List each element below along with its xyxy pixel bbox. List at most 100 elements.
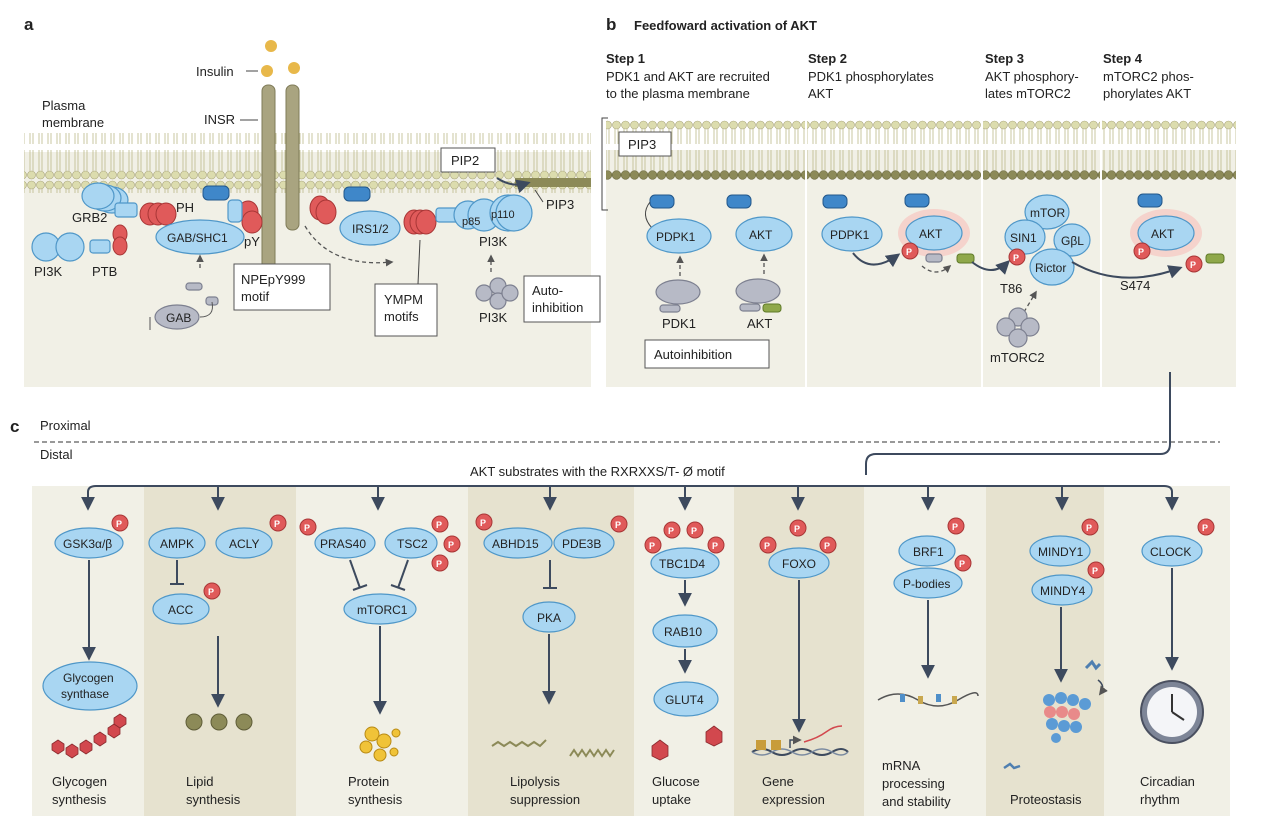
pi3k-right-label: PI3K — [479, 234, 508, 249]
t86-label: T86 — [1000, 281, 1022, 296]
glycogen-hexagons-icon — [51, 713, 127, 759]
panel-b: b Feedfoward activation of AKT Step 1 PD… — [601, 15, 1236, 387]
ampk-label: AMPK — [160, 537, 194, 551]
outcome-glycogen-1: Glycogen — [52, 774, 107, 789]
ampk-node — [148, 527, 206, 559]
foxo-p-cluster: P P P — [759, 519, 837, 554]
outcome-lipid-2: synthesis — [186, 792, 241, 807]
clock-label: CLOCK — [1150, 545, 1191, 559]
mindy1-node — [1029, 535, 1091, 567]
tbc1d4-label: TBC1D4 — [659, 557, 705, 571]
sin1-label: SIN1 — [1010, 231, 1037, 245]
p-badge: P — [824, 541, 830, 551]
outcome-proteostasis: Proteostasis — [1010, 792, 1082, 807]
pdpk1-step1-label: PDPK1 — [656, 230, 696, 244]
abhd15-node — [483, 527, 553, 559]
ympm-label-1: YMPM — [384, 292, 423, 307]
p-badge: P — [649, 541, 655, 551]
panel-label-b: b — [606, 15, 616, 34]
p-badge: P — [764, 541, 770, 551]
panel-c: c Proximal Distal AKT substrates with th… — [10, 372, 1230, 816]
p-badge: P — [906, 247, 912, 257]
pi3k-left-label: PI3K — [34, 264, 63, 279]
outcome-lipolysis-1: Lipolysis — [510, 774, 560, 789]
pbodies-label: P-bodies — [903, 577, 950, 591]
irs12 — [339, 210, 401, 246]
p-badge: P — [208, 587, 214, 597]
gab-label: GAB — [166, 311, 191, 325]
py-label: pY — [244, 234, 260, 249]
foxo-label: FOXO — [782, 557, 816, 571]
insulin-molecule — [265, 40, 277, 52]
ptb-label: PTB — [92, 264, 117, 279]
outcome-glucose-2: uptake — [652, 792, 691, 807]
step4-desc-1: mTORC2 phos- — [1103, 69, 1194, 84]
proximal-label: Proximal — [40, 418, 91, 433]
glut4-label: GLUT4 — [665, 693, 704, 707]
glycogen-synthase-label-1: Glycogen — [63, 671, 114, 685]
gbl-label: GβL — [1061, 234, 1084, 248]
insulin-molecule — [261, 65, 273, 77]
akt-small-label: AKT — [747, 316, 772, 331]
ympm-label-2: motifs — [384, 309, 419, 324]
p-badge: P — [1092, 566, 1098, 576]
p-badge: P — [668, 526, 674, 536]
pip3-heads — [515, 178, 591, 187]
glucose-hexagons-icon — [651, 725, 723, 761]
insr-receptor — [285, 84, 300, 231]
p85-label: p85 — [462, 216, 480, 228]
autoinhibition-b-box — [644, 339, 770, 369]
p-badge: P — [274, 519, 280, 529]
auto-inhibition-1: Auto- — [532, 283, 563, 298]
autoinhibition-b-label: Autoinhibition — [654, 347, 732, 362]
outcome-glycogen-2: synthesis — [52, 792, 107, 807]
pka-label: PKA — [537, 611, 561, 625]
p110-label: p110 — [491, 209, 515, 221]
step1-desc-2: to the plasma membrane — [606, 86, 750, 101]
clock-icon — [1140, 680, 1204, 744]
pdpk1-step2-label: PDPK1 — [830, 228, 870, 242]
insulin-molecule — [288, 62, 300, 74]
acc-label: ACC — [168, 603, 194, 617]
p-badge: P — [959, 559, 965, 569]
step3-desc-1: AKT phosphory- — [985, 69, 1079, 84]
rictor — [1029, 248, 1075, 286]
glycogen-synthase-label-2: synthase — [61, 687, 109, 701]
s474-label: S474 — [1120, 278, 1150, 293]
mtorc2-label: mTORC2 — [990, 350, 1045, 365]
step2-desc-1: PDK1 phosphorylates — [808, 69, 934, 84]
gab-shc1-label: GAB/SHC1 — [167, 231, 228, 245]
outcome-protein-2: synthesis — [348, 792, 403, 807]
pip2-box — [440, 147, 496, 173]
p-badge: P — [691, 526, 697, 536]
foxo-node — [768, 547, 830, 579]
acly-label: ACLY — [229, 537, 259, 551]
akt-step4 — [1137, 215, 1195, 251]
panel-a: a Plasma membrane Insulin INSR GRB2 PH — [24, 15, 601, 387]
fatty-acid-chains-icon — [491, 739, 615, 758]
npepy999-label-2: motif — [241, 289, 270, 304]
p-badge: P — [1190, 260, 1196, 270]
outcome-gene-1: Gene — [762, 774, 794, 789]
glycogen-synthase-node — [42, 661, 138, 711]
outcome-gene-2: expression — [762, 792, 825, 807]
tsc2-node — [384, 527, 438, 559]
p-badge: P — [480, 518, 486, 528]
step4-desc-2: phorylates AKT — [1103, 86, 1191, 101]
autoinhibition-a-box — [523, 275, 601, 323]
acly-node — [215, 527, 273, 559]
outcome-glucose-1: Glucose — [652, 774, 700, 789]
p-badge: P — [436, 559, 442, 569]
mindy1-label: MINDY1 — [1038, 545, 1084, 559]
tsc2-label: TSC2 — [397, 537, 428, 551]
rictor-label: Rictor — [1035, 261, 1066, 275]
ympm-box — [374, 283, 438, 337]
acc-node — [152, 593, 210, 625]
panel-b-title: Feedfoward activation of AKT — [634, 18, 817, 33]
step4-label: Step 4 — [1103, 51, 1143, 66]
panel-label-a: a — [24, 15, 34, 34]
outcome-circadian-1: Circadian — [1140, 774, 1195, 789]
npepy999-label-1: NPEpY999 — [241, 272, 305, 287]
abhd15-label: ABHD15 — [492, 537, 539, 551]
pip3-box-b — [618, 131, 672, 157]
